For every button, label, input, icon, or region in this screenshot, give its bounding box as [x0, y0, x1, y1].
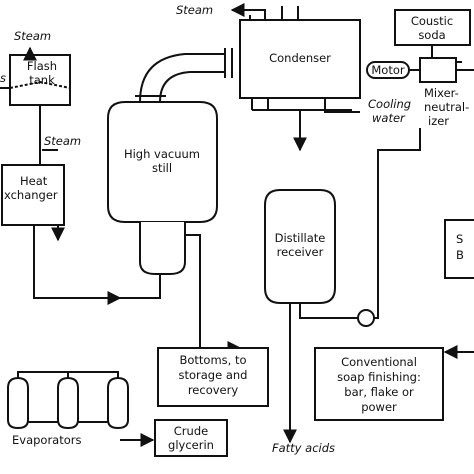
mixer-neutralizer: Mixer- neutral- izer [419, 57, 474, 128]
soap-finishing-label-1: Conventional [341, 355, 417, 369]
soap-finishing-label-3: bar, flake or [344, 385, 414, 399]
exchanger-to-still-line [33, 225, 122, 305]
flash-tank-label-2: tank [29, 73, 55, 87]
partial-right-label-1: S [456, 232, 463, 246]
cooling-water-line [324, 98, 360, 113]
partial-left-label: s [0, 71, 6, 85]
high-vacuum-still: High vacuum still [107, 101, 218, 275]
steam-label-top-left: Steam [14, 29, 51, 43]
vapor-pipe-outer [139, 53, 225, 103]
heat-exchanger: Heat xchanger [1, 164, 65, 226]
soap-box-partial: S B [444, 219, 474, 279]
motor-label: Motor [371, 63, 405, 77]
bottoms-label-3: recovery [188, 383, 239, 397]
mixer-label-1: Mixer- [424, 86, 459, 100]
soap-finishing-label-4: power [361, 400, 397, 414]
evaporators-label: Evaporators [12, 433, 82, 447]
mixer-label-3: izer [428, 114, 449, 128]
heat-exchanger-label-1: Heat [20, 174, 48, 188]
cooling-water-label-2: water [372, 111, 406, 125]
heat-exchanger-label-2: xchanger [4, 188, 58, 202]
distillate-receiver: Distillate receiver [264, 189, 336, 304]
crude-glycerin-label-1: Crude [174, 424, 208, 438]
flash-tank-label-1: Flash [27, 59, 57, 73]
caustic-soda-label-2: soda [418, 28, 445, 42]
still-to-bottoms-line [185, 234, 242, 355]
soap-finishing-label-2: soap finishing: [337, 370, 421, 384]
crude-glycerin-label-2: glycerin [168, 438, 214, 452]
bottoms-label-1: Bottoms, to [179, 353, 246, 367]
bottoms-label-2: storage and [179, 368, 248, 382]
steam-label-top: Steam [176, 3, 213, 17]
vapor-pipe-inner [159, 71, 225, 103]
steam-label-left: Steam [44, 134, 81, 148]
condenser: Condenser [239, 19, 361, 99]
still-bottom-return [120, 270, 161, 299]
crude-glycerin-box: Crude glycerin [154, 419, 228, 457]
condenser-steam-arrow [230, 3, 266, 20]
still-label-2: still [152, 161, 172, 175]
pump-to-mixer-line [374, 128, 421, 319]
caustic-soda-box: Coustic soda [394, 9, 471, 46]
soap-finishing-box: Conventional soap finishing: bar, flake … [314, 347, 444, 421]
caustic-soda-label-1: Coustic [411, 14, 453, 28]
condenser-label: Condenser [269, 51, 331, 65]
still-label-1: High vacuum [124, 147, 200, 161]
fatty-acids-label: Fatty acids [272, 441, 335, 455]
cooling-water-label-1: Cooling [368, 97, 411, 111]
motor: Motor [366, 61, 410, 79]
pump-icon [357, 309, 375, 327]
mixer-label-2: neutral- [424, 100, 469, 114]
receiver-label-1: Distillate [275, 231, 326, 245]
partial-right-label-2: B [456, 248, 464, 262]
bottoms-box: Bottoms, to storage and recovery [157, 347, 269, 407]
evaporators: Evaporators [7, 371, 129, 447]
receiver-label-2: receiver [277, 245, 324, 259]
flash-tank: Flash tank [9, 54, 71, 106]
receiver-to-pump-line [299, 303, 358, 319]
